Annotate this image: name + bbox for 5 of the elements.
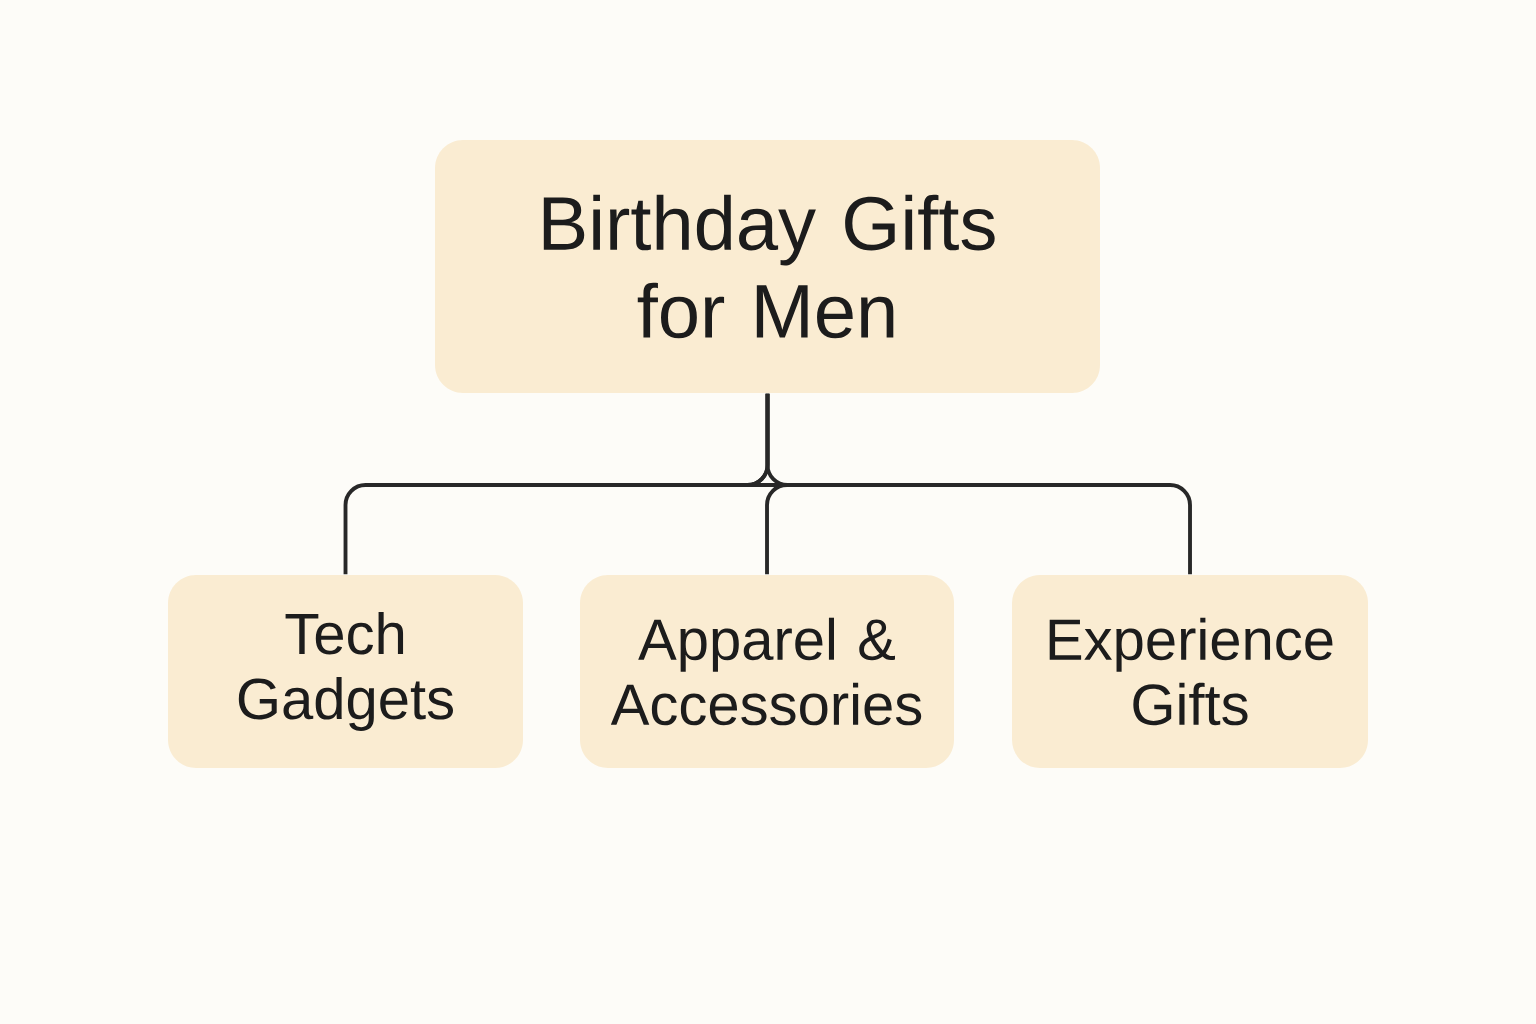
title-box: Birthday Gifts for Men (435, 140, 1100, 393)
category-box: Tech Gadgets (168, 575, 523, 768)
category-box: Apparel & Accessories (580, 575, 954, 768)
connector-line (765, 393, 1192, 575)
category-box: Experience Gifts (1012, 575, 1368, 768)
